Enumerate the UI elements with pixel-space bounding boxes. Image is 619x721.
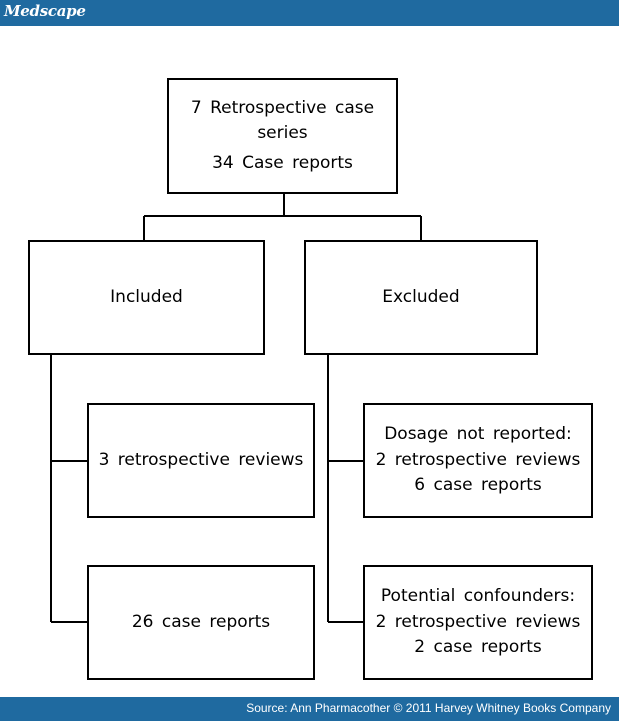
header-bar: Medscape — [0, 0, 619, 26]
included-reviews-text: 3 retrospective reviews — [98, 449, 304, 470]
dosage-reviews: 2 retrospective reviews — [375, 449, 581, 470]
dosage-cases: 6 case reports — [414, 475, 542, 496]
confounders-title: Potential confounders: — [380, 586, 576, 607]
confounders-reviews: 2 retrospective reviews — [375, 611, 581, 632]
included-box: Included — [28, 240, 265, 355]
footer-bar: Source: Ann Pharmacother © 2011 Harvey W… — [0, 697, 619, 721]
excluded-label: Excluded — [382, 286, 460, 307]
root-line-2: series — [257, 123, 308, 144]
included-reviews-box: 3 retrospective reviews — [87, 403, 315, 518]
dosage-title: Dosage not reported: — [384, 424, 572, 445]
excluded-box: Excluded — [304, 240, 538, 355]
root-line-1: 7 Retrospective case — [190, 97, 375, 118]
included-label: Included — [110, 286, 183, 307]
included-cases-text: 26 case reports — [131, 611, 271, 632]
excluded-confounders-box: Potential confounders: 2 retrospective r… — [363, 565, 593, 680]
root-box: 7 Retrospective case series 34 Case repo… — [167, 78, 398, 194]
medscape-logo: Medscape — [4, 2, 86, 20]
confounders-cases: 2 case reports — [414, 637, 542, 658]
source-citation: Source: Ann Pharmacother © 2011 Harvey W… — [246, 701, 611, 715]
included-cases-box: 26 case reports — [87, 565, 315, 680]
root-line-3: 34 Case reports — [212, 152, 353, 173]
excluded-dosage-box: Dosage not reported: 2 retrospective rev… — [363, 403, 593, 518]
